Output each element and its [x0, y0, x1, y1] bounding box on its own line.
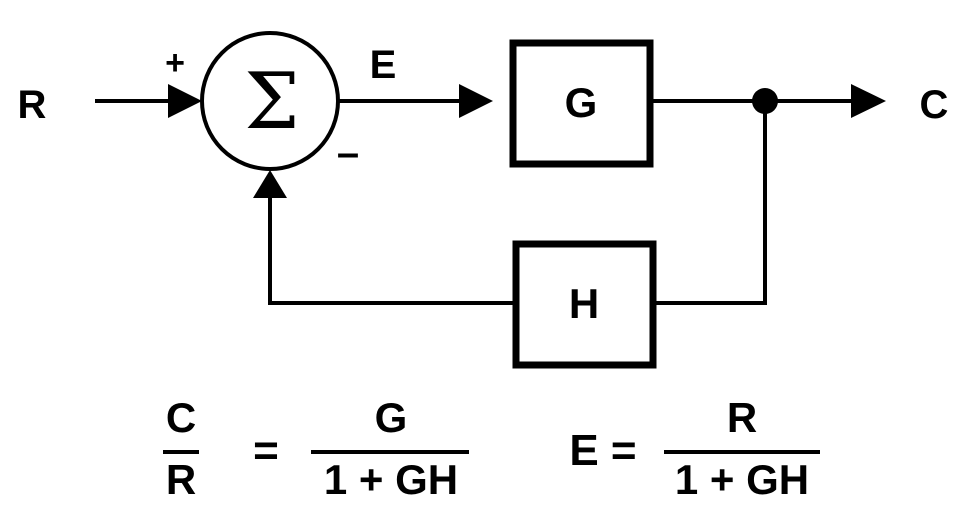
eq2-lhs: E = [569, 426, 636, 475]
feedback-block-h [512, 240, 657, 369]
error-equation: E = R 1 + GH [569, 394, 820, 503]
minus-sign: – [337, 131, 359, 175]
error-label-e: E [370, 43, 397, 87]
forward-block-g [509, 39, 654, 168]
eq2-rhs-denominator: 1 + GH [675, 456, 809, 503]
summer-sigma-symbol: Σ [244, 57, 299, 147]
transfer-function-equation: C R = G 1 + GH [163, 394, 469, 503]
eq1-rhs-numerator: G [375, 394, 408, 441]
input-arrowhead [168, 84, 202, 118]
plus-sign: + [165, 44, 185, 82]
eq1-lhs-denominator: R [166, 456, 196, 503]
feedback-line-left [268, 194, 516, 305]
feedback-arrowhead [253, 170, 287, 198]
forward-block-label: G [565, 79, 598, 126]
eq1-equals: = [253, 426, 279, 475]
feedback-line-right [653, 101, 767, 305]
output-label-c: C [920, 83, 949, 127]
output-arrowhead [851, 84, 886, 118]
input-label-r: R [18, 83, 47, 127]
error-arrowhead [459, 84, 493, 118]
eq2-rhs-numerator: R [727, 394, 757, 441]
feedback-block-label: H [569, 280, 599, 327]
eq1-lhs-numerator: C [166, 394, 196, 441]
eq1-rhs-denominator: 1 + GH [324, 456, 458, 503]
